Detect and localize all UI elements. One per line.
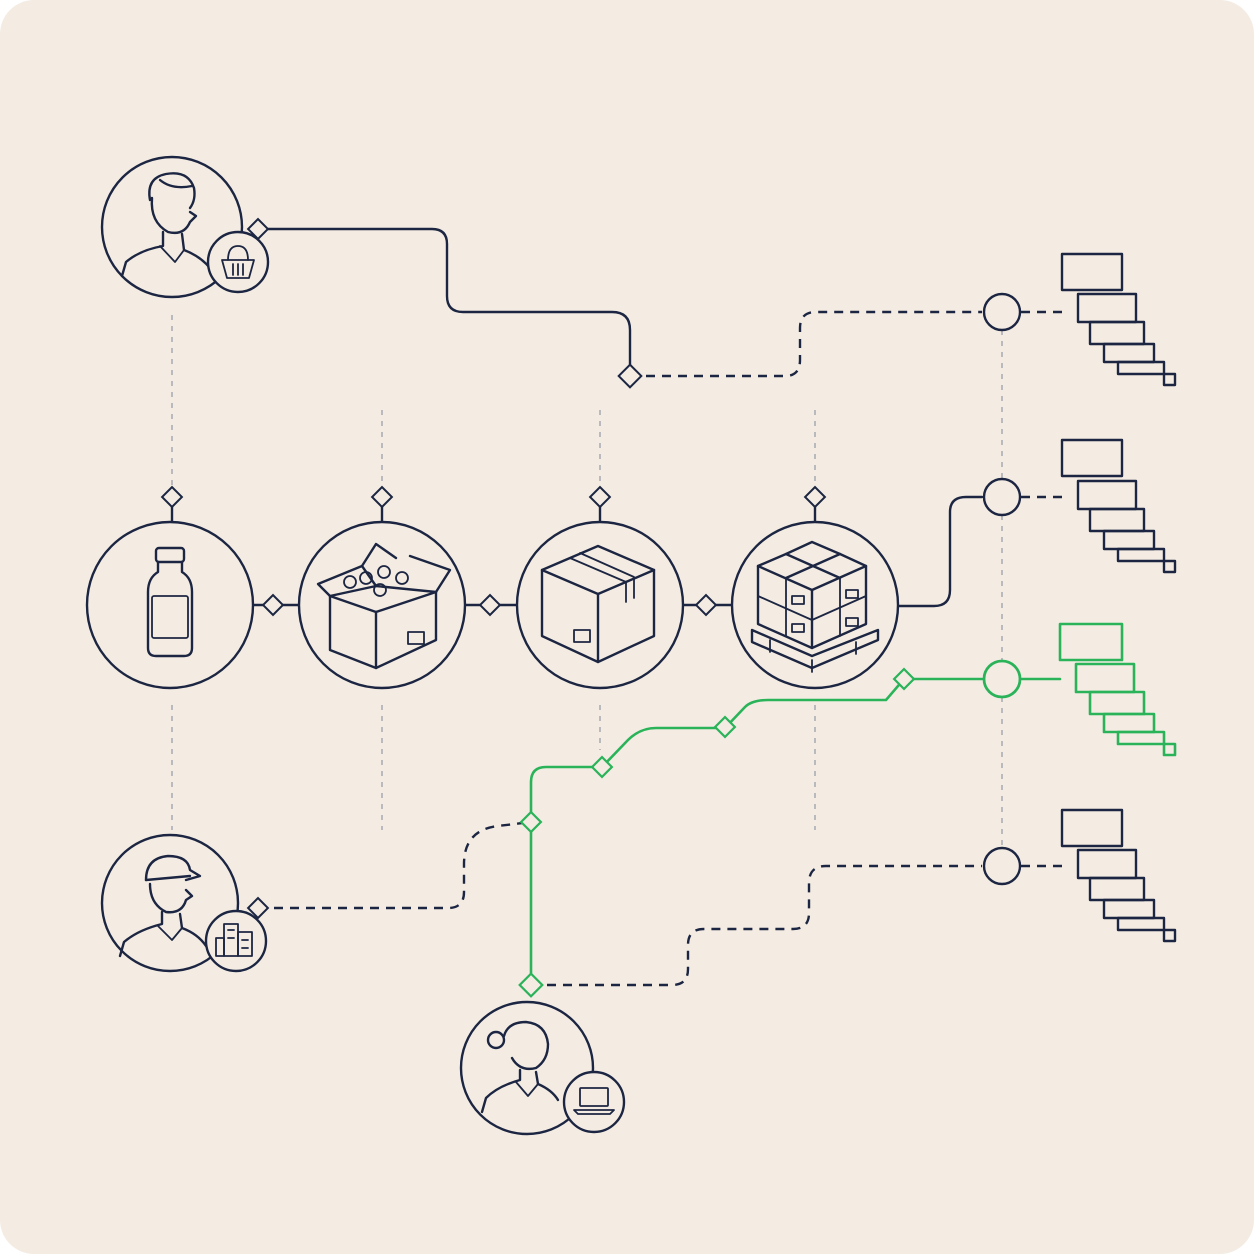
office-worker-avatar [459,1000,626,1136]
stage-open-case [297,520,467,690]
highlighted-route [529,677,984,987]
bottle-icon [146,546,194,658]
person-with-cap-icon [118,854,208,958]
dashed-line-output-4 [531,864,982,987]
cascade-document-icon [1060,438,1177,574]
output-4 [982,808,1177,943]
pallet-to-output-2-line [896,495,984,608]
pallet-icon [750,540,880,673]
cascade-document-icon-green [1058,622,1177,757]
cascade-document-icon [1060,808,1177,943]
stage-pallet [730,520,900,690]
customer-order-line [256,227,632,378]
worker-dashed-line [258,820,532,910]
guide-lines [171,315,1003,845]
warehouse-worker-avatar [100,833,268,973]
sealed-box-icon [540,544,656,664]
open-case-icon [316,542,452,670]
customer-avatar [100,155,270,299]
laptop-icon [573,1087,615,1115]
dashed-line-output-1 [630,310,982,378]
output-1 [982,252,1177,387]
stage-sealed-box [515,520,685,690]
basket-icon [221,245,255,279]
output-3-highlighted [982,622,1177,757]
stage-bottle [85,520,255,690]
output-2 [982,438,1177,574]
person-icon [120,172,212,278]
woman-icon [480,1020,560,1114]
connector-nodes [160,217,916,998]
buildings-icon [215,923,253,957]
cascade-document-icon [1060,252,1177,387]
